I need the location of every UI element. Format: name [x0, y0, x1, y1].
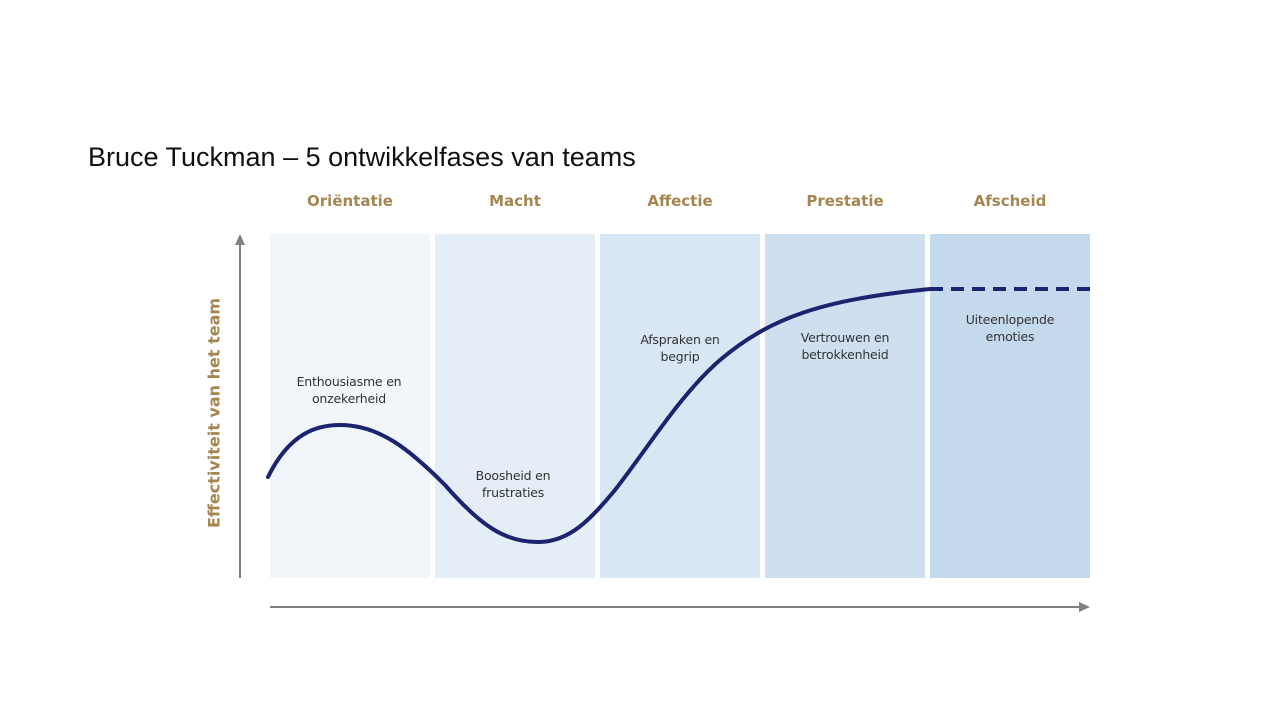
- phase-panel-affectie: [600, 234, 760, 578]
- effectiveness-curve: [266, 287, 932, 545]
- phase-panel-macht: [435, 234, 595, 578]
- phase-header-prestatie: Prestatie: [806, 192, 884, 210]
- note-prestatie: Vertrouwen en betrokkenheid: [800, 330, 890, 362]
- note-affectie: Afspraken en begrip: [640, 332, 720, 364]
- phase-header-macht: Macht: [489, 192, 541, 210]
- slide-title: Bruce Tuckman – 5 ontwikkelfases van tea…: [88, 142, 636, 172]
- y-axis-arrowhead: [235, 234, 245, 245]
- phase-header-orientatie: Oriëntatie: [307, 192, 393, 210]
- phase-header-afscheid: Afscheid: [973, 192, 1047, 210]
- note-macht: Boosheid en frustraties: [475, 468, 551, 500]
- phase-panel-afscheid: [930, 234, 1090, 578]
- note-orientatie: Enthousiasme en onzekerheid: [296, 374, 402, 406]
- note-afscheid: Uiteenlopende emoties: [965, 312, 1055, 344]
- phase-panel-orientatie: [270, 234, 430, 578]
- y-axis-label: Effectiviteit van het team: [204, 297, 224, 529]
- x-axis-arrowhead: [1079, 602, 1090, 612]
- phase-header-affectie: Affectie: [647, 192, 713, 210]
